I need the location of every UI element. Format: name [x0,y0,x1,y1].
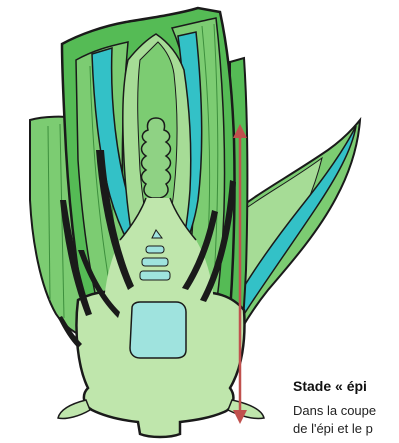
right-leaf [230,120,360,350]
stage-title: Stade « épi [293,378,367,394]
description-line-1: Dans la coupe [293,402,376,420]
stage-description: Dans la coupe de l'épi et le p [293,402,376,438]
description-line-2: de l'épi et le p [293,420,376,438]
